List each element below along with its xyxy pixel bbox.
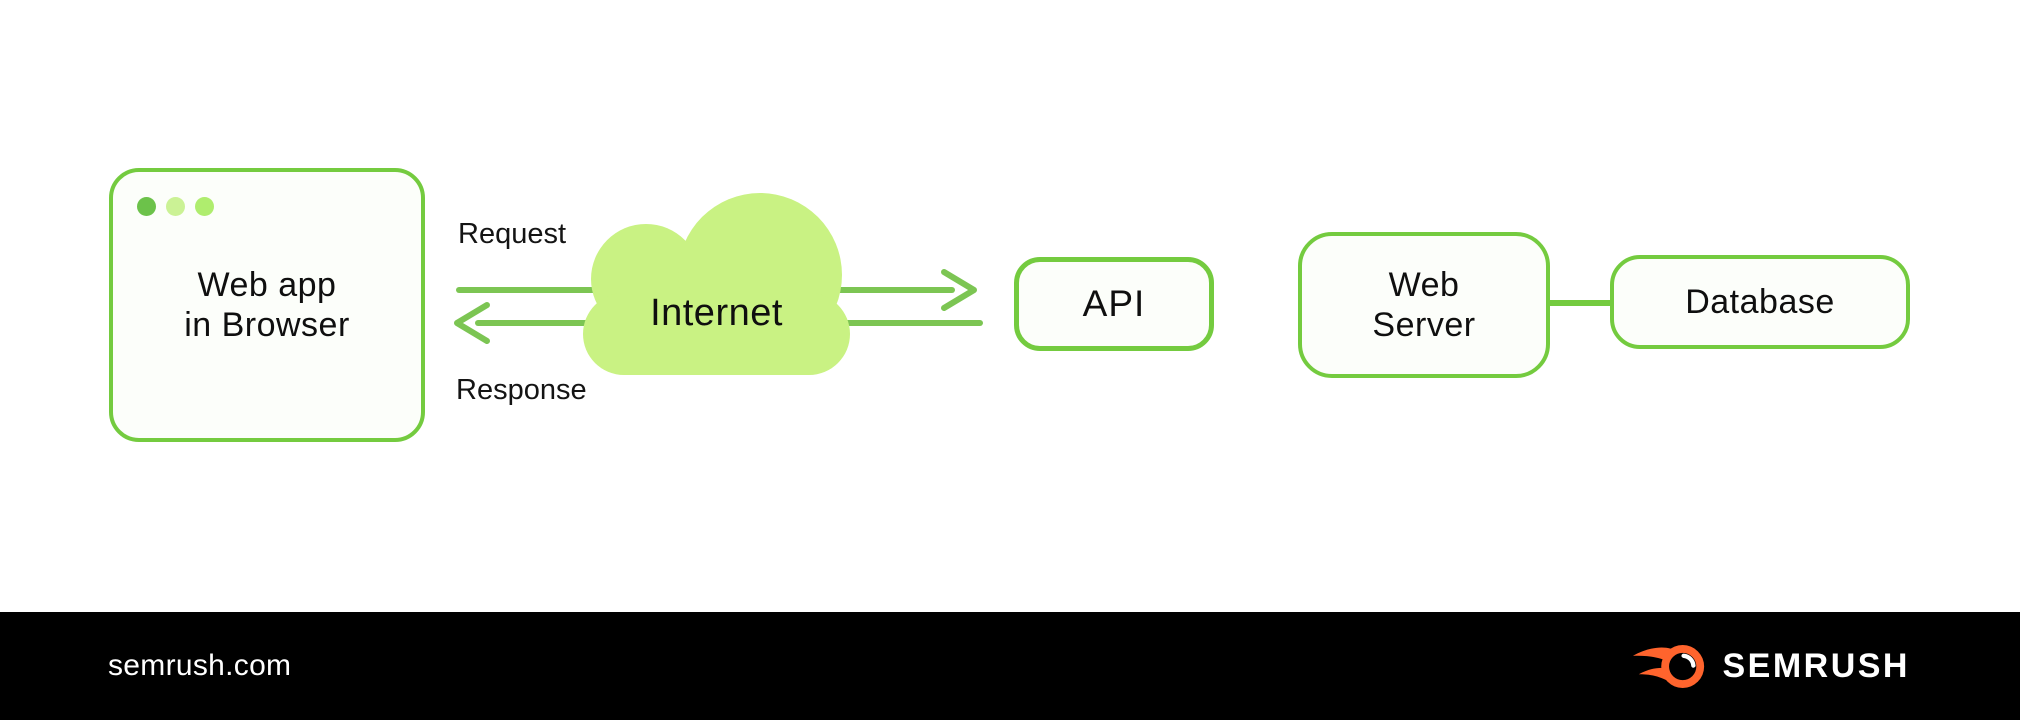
web-app-browser-label: Web app in Browser (184, 265, 350, 345)
footer-domain-text: semrush.com (108, 649, 292, 682)
response-label: Response (456, 374, 587, 406)
web-server-label-line2: Server (1372, 306, 1476, 344)
web-server-label: Web Server (1372, 265, 1475, 345)
semrush-flame-ball-icon (1633, 644, 1705, 688)
window-dot-icon (195, 197, 214, 216)
request-label: Request (458, 218, 567, 250)
semrush-wordmark: SEMRUSH (1722, 646, 1910, 685)
web-app-browser-node: Web app in Browser (109, 168, 425, 442)
internet-cloud-icon (583, 193, 850, 375)
window-dot-icon (166, 197, 185, 216)
api-label: API (1082, 283, 1146, 324)
web-server-node: Web Server (1298, 232, 1550, 378)
web-server-label-line1: Web (1388, 266, 1460, 304)
database-node: Database (1610, 255, 1910, 349)
window-dot-icon (137, 197, 156, 216)
internet-label: Internet (650, 292, 783, 334)
window-traffic-dots-icon (137, 197, 214, 216)
database-label: Database (1685, 282, 1835, 321)
api-node: API (1014, 257, 1214, 351)
server-database-connector (1548, 300, 1612, 306)
footer-bar: semrush.com SEMRUSH (0, 612, 2020, 720)
web-app-browser-label-line1: Web app (197, 266, 337, 304)
semrush-logo: SEMRUSH (1631, 643, 1910, 690)
web-app-browser-label-line2: in Browser (184, 306, 350, 344)
